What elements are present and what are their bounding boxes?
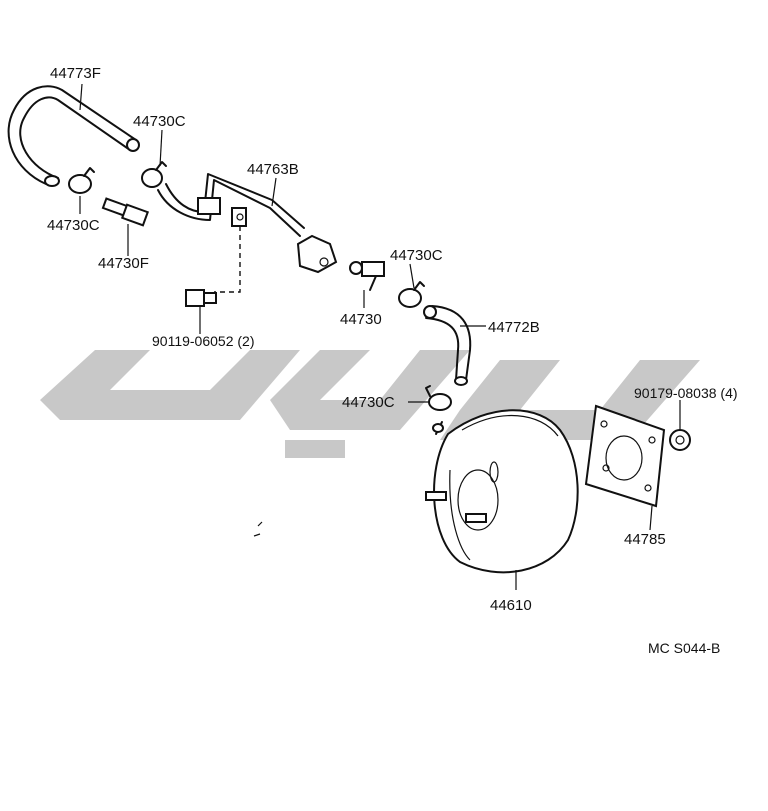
pipe-44763b [157, 173, 338, 274]
label-90119: 90119-06052 (2) [152, 333, 254, 349]
clamp-44730c-mid [398, 281, 425, 308]
fitting-44730f [101, 197, 150, 252]
leader-lines [79, 83, 681, 590]
label-90179: 90179-08038 (4) [634, 385, 738, 401]
label-44730: 44730 [340, 311, 382, 328]
label-44763b: 44763B [247, 161, 299, 178]
labels: 44773F 44730C 44763B 44730C 44730F 44730… [47, 65, 738, 656]
bolt-90119 [185, 226, 241, 307]
hose-44772b [423, 305, 472, 386]
clamp-44730c-left [68, 167, 95, 194]
label-44730c-mid: 44730C [390, 247, 443, 264]
brake-booster-44610 [253, 409, 579, 574]
label-44772b: 44772B [488, 319, 540, 336]
hose-44773f [7, 85, 140, 187]
valve-44730 [349, 261, 385, 291]
label-44785: 44785 [624, 531, 666, 548]
nut-90179 [669, 429, 691, 451]
label-44773f: 44773F [50, 65, 101, 82]
label-44730f: 44730F [98, 255, 149, 272]
label-44730c-top: 44730C [133, 113, 186, 130]
label-44730c-left: 44730C [47, 217, 100, 234]
label-44730c-low: 44730C [342, 394, 395, 411]
label-44610: 44610 [490, 597, 532, 614]
label-reference: MC S044-B [648, 640, 720, 656]
gasket-44785 [584, 404, 666, 508]
clamp-44730c-top [141, 161, 167, 188]
